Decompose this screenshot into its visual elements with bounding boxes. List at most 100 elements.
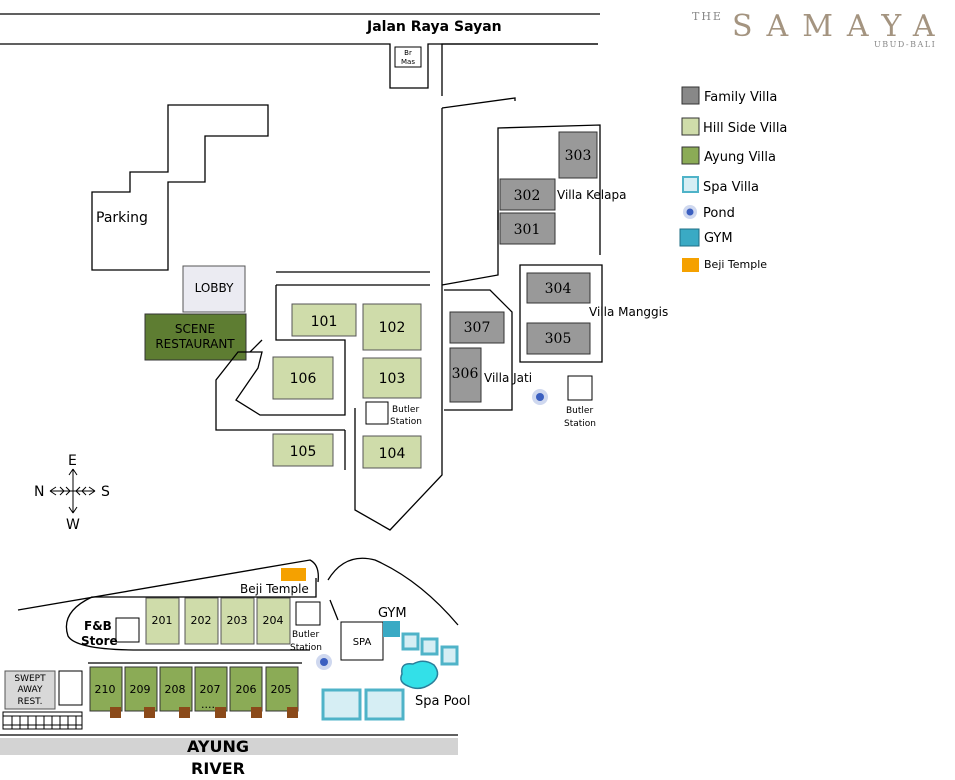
legend-hill-label: Hill Side Villa	[703, 121, 787, 136]
legend: Family Villa Hill Side Villa Ayung Villa…	[679, 86, 787, 272]
svg-text:301: 301	[514, 222, 541, 238]
butler-station-2[interactable]	[567, 375, 593, 401]
hill-villa-101[interactable]: 101	[291, 303, 357, 337]
family-villa-301[interactable]: 301	[499, 212, 556, 245]
legend-hill-swatch	[681, 117, 700, 136]
svg-text:SPA: SPA	[353, 637, 372, 648]
legend-family-swatch	[681, 86, 700, 105]
ayung-villa-201[interactable]: 201	[145, 597, 180, 645]
svg-text:205: 205	[271, 683, 292, 696]
family-villa-302[interactable]: 302	[499, 178, 556, 211]
family-villa-304[interactable]: 304	[526, 272, 591, 304]
compass-s: S	[101, 484, 110, 500]
svg-text:304: 304	[545, 281, 572, 297]
lobby-label: LOBBY	[195, 281, 235, 295]
hill-villa-104[interactable]: 104	[362, 435, 422, 469]
svg-text:206: 206	[236, 683, 257, 696]
br-mas-box	[394, 46, 422, 68]
river-label-1: AYUNG	[187, 737, 249, 756]
family-villa-307[interactable]: 307	[449, 311, 505, 344]
svg-text:207: 207	[200, 683, 221, 696]
svg-text:303: 303	[565, 148, 592, 164]
legend-gym-label: GYM	[704, 231, 733, 246]
ayung-villa-206[interactable]: 206	[229, 666, 263, 718]
svg-text:Butler: Butler	[292, 630, 319, 640]
family-villa-306[interactable]: 306	[449, 347, 482, 403]
legend-ayung-swatch	[681, 146, 700, 165]
spa-pool-label: Spa Pool	[415, 694, 471, 709]
scene-restaurant[interactable]	[144, 313, 247, 361]
villa-kelapa-label: Villa Kelapa	[557, 188, 626, 202]
ayung-villa-210[interactable]: 210	[89, 666, 123, 718]
drive-road	[354, 108, 443, 531]
svg-text:210: 210	[95, 683, 116, 696]
parking-label: Parking	[96, 210, 148, 226]
spa-villa-5[interactable]	[364, 688, 405, 721]
ayung-villa-203[interactable]: 203	[220, 597, 255, 645]
compass-n: N	[34, 484, 44, 500]
brand-logo: THE SAMAYA UBUD-BALI	[692, 9, 936, 49]
beji-temple[interactable]	[281, 568, 306, 581]
brand-the: THE	[692, 10, 723, 23]
compass-rose: N S E W	[34, 453, 110, 533]
ayung-villa-209[interactable]: 209	[124, 666, 158, 718]
deck-railing	[2, 711, 83, 730]
parking-area	[91, 104, 269, 271]
spa-pool[interactable]	[400, 660, 439, 690]
spa-villa-1[interactable]	[401, 632, 420, 651]
villa-manggis-label: Villa Manggis	[589, 305, 668, 319]
road-edge-bottom	[0, 43, 598, 89]
svg-text:106: 106	[290, 371, 317, 387]
svg-text:F&B: F&B	[84, 619, 112, 633]
hill-villa-106[interactable]: 106	[272, 356, 334, 400]
svg-text:Station: Station	[564, 419, 596, 429]
svg-text:Store: Store	[81, 634, 118, 648]
lobby[interactable]	[182, 265, 246, 313]
svg-text:Station: Station	[290, 643, 322, 653]
legend-spa-label: Spa Villa	[703, 180, 759, 195]
butler-station-3[interactable]	[295, 601, 321, 626]
svg-text:201: 201	[152, 614, 173, 627]
svg-text:104: 104	[379, 446, 406, 462]
hill-villa-102[interactable]: 102	[362, 303, 422, 351]
family-villa-305[interactable]: 305	[526, 322, 591, 355]
svg-text:204: 204	[263, 614, 284, 627]
legend-spa-swatch	[682, 176, 699, 193]
family-villa-303[interactable]: 303	[558, 131, 598, 179]
gym-label: GYM	[378, 606, 407, 621]
ayung-villa-205[interactable]: 205	[265, 666, 299, 718]
svg-text:101: 101	[311, 314, 338, 330]
spa-villa-2[interactable]	[420, 637, 439, 656]
legend-pond-label: Pond	[703, 206, 735, 221]
svg-text:Br: Br	[404, 49, 412, 57]
svg-text:Mas: Mas	[401, 58, 415, 66]
ayung-villa-207[interactable]: 207 ....	[194, 666, 228, 718]
spa-building[interactable]	[340, 621, 384, 661]
spa-villa-4[interactable]	[321, 688, 362, 721]
legend-temple-label: Beji Temple	[704, 258, 767, 271]
hill-villa-103[interactable]: 103	[362, 357, 422, 399]
brand-location: UBUD-BALI	[874, 40, 936, 49]
svg-text:208: 208	[165, 683, 186, 696]
legend-gym-swatch	[679, 228, 700, 247]
butler-station-1[interactable]	[365, 401, 389, 425]
svg-text:203: 203	[227, 614, 248, 627]
svg-text:305: 305	[545, 331, 572, 347]
svg-text:Station: Station	[390, 417, 422, 427]
ayung-river	[0, 738, 458, 755]
ayung-villa-202[interactable]: 202	[184, 597, 219, 645]
svg-text:209: 209	[130, 683, 151, 696]
compass-w: W	[66, 517, 80, 533]
ayung-villa-204[interactable]: 204	[256, 597, 291, 645]
svg-text:102: 102	[379, 320, 406, 336]
ayung-villa-208[interactable]: 208	[159, 666, 193, 718]
spa-villa-3[interactable]	[440, 645, 459, 666]
svg-text:REST.: REST.	[18, 697, 43, 707]
compass-e: E	[68, 453, 77, 469]
svg-text:SCENE: SCENE	[175, 322, 215, 336]
gym[interactable]	[383, 621, 400, 637]
fb-store[interactable]	[115, 617, 140, 643]
swept-away-restaurant[interactable]	[4, 670, 56, 710]
hill-villa-105[interactable]: 105	[272, 433, 334, 467]
